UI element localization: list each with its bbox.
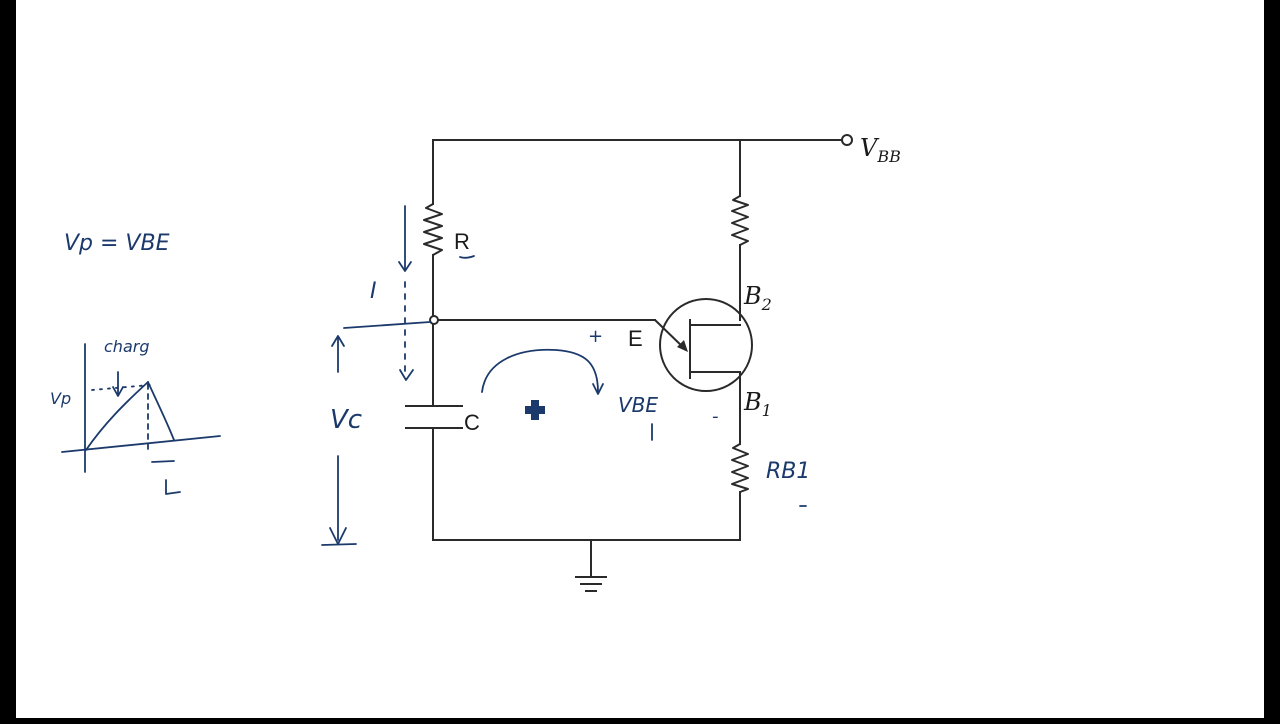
resistor-rb2 — [731, 195, 749, 246]
resistor-r — [423, 203, 443, 256]
vbe-loop-arrow-head — [592, 383, 604, 395]
sketch-x-axis — [61, 435, 221, 453]
charge-discharge-sketch: charg Vp — [50, 337, 221, 495]
sketch-interval — [151, 460, 175, 463]
ujt-body — [659, 298, 753, 392]
r-underline — [459, 255, 475, 259]
current-arrow-head — [398, 261, 412, 272]
resistor-r-label: R — [454, 229, 470, 254]
vbe-label: VBE — [618, 393, 658, 417]
capacitor-label: C — [464, 410, 480, 435]
ground-icon — [575, 576, 607, 592]
plus-sign: + — [588, 326, 603, 347]
rb1-label: RB1 — [766, 459, 810, 484]
vp-equation: Vp = VBE — [64, 231, 170, 256]
sketch-charge-arrow-head — [112, 386, 124, 397]
current-dashed-head — [399, 369, 414, 381]
minus-sign: - — [712, 406, 719, 427]
vbb-terminal — [841, 134, 853, 146]
b2-label: B2 — [743, 282, 772, 314]
vc-label: Vc — [330, 405, 362, 435]
current-label: I — [370, 279, 377, 304]
sketch-vp-label: Vp — [50, 389, 71, 408]
vc-reference-line — [343, 321, 431, 329]
board-background — [16, 0, 1264, 718]
emitter-label: E — [628, 326, 643, 351]
sketch-vp-level — [91, 384, 151, 391]
b1-label: B1 — [743, 388, 772, 420]
circuit: VBB R E C — [405, 134, 901, 592]
plus-cursor-icon — [525, 400, 545, 420]
vc-arrow-up-head — [331, 335, 345, 347]
charge-label: charg — [104, 337, 149, 356]
sketch-interval-mark — [165, 479, 181, 495]
emitter-arrow — [677, 340, 688, 352]
vc-base-line — [321, 543, 357, 546]
sketch-discharge-curve — [147, 381, 175, 441]
sketch-charge-curve — [85, 381, 149, 451]
resistor-rb1 — [731, 443, 749, 493]
vbb-label: VBB — [860, 134, 901, 166]
vbe-loop-arrow — [481, 348, 599, 393]
handwritten-notes: Vp = VBE I Vc + - VBE RB1 — [50, 205, 810, 546]
emitter-node — [429, 315, 439, 325]
